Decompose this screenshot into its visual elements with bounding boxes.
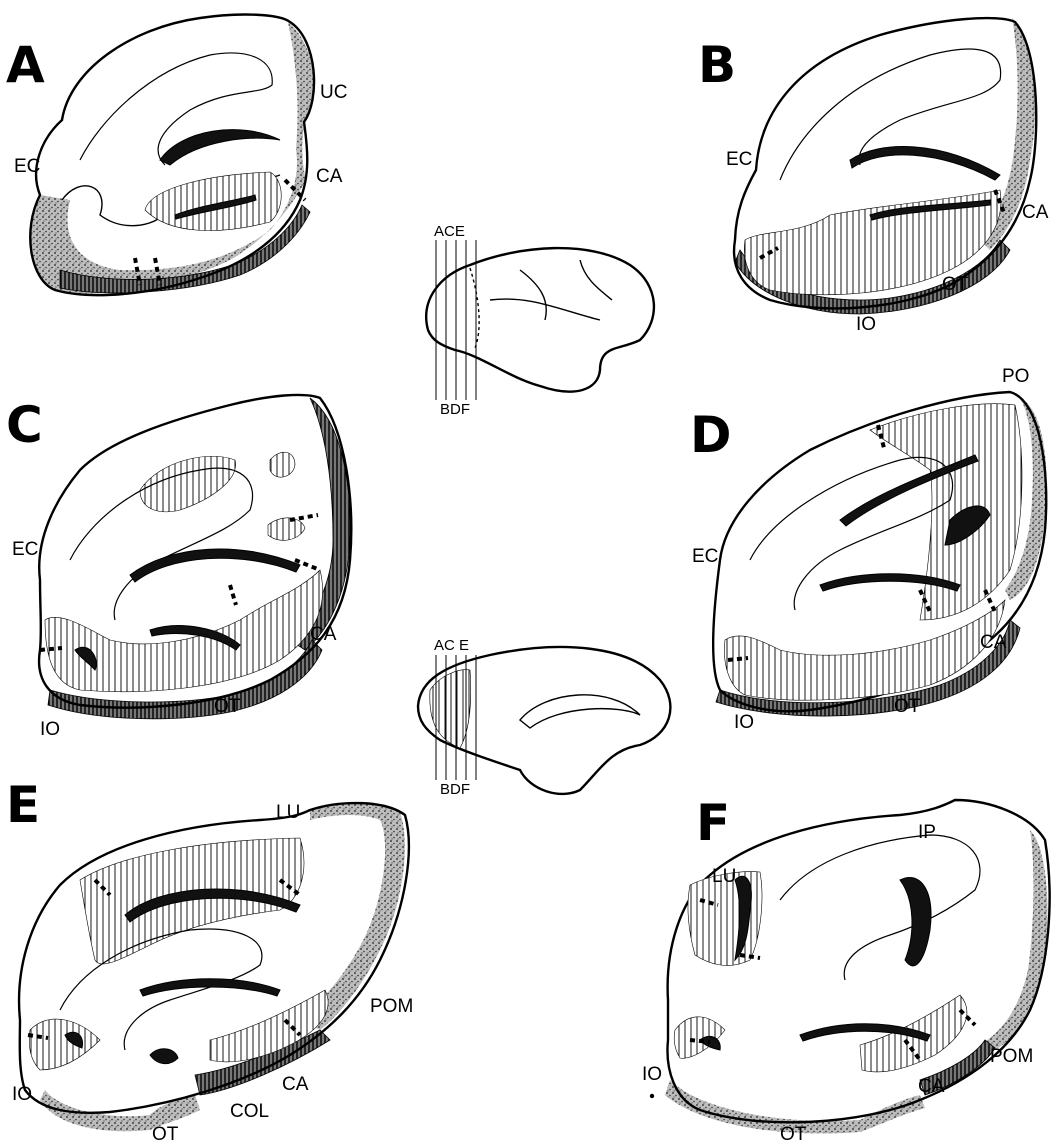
section-a: A UC EC CA (6, 15, 347, 296)
border-marker-c1 (290, 515, 318, 520)
dark-sulcus-c1 (130, 549, 300, 582)
panel-letter-a: A (6, 36, 45, 94)
border-marker-c4 (40, 648, 62, 650)
label-f-5: OT (780, 1124, 807, 1143)
label-d-3: IO (734, 712, 754, 733)
border-marker-c3 (230, 585, 236, 605)
label-b-0: EC (726, 149, 752, 170)
label-f-3: IO (642, 1064, 662, 1085)
lateral-occipital-boundary (470, 268, 479, 348)
label-f-2: POM (990, 1046, 1033, 1067)
panel-letter-b: B (698, 36, 736, 94)
medial-corpus-callosum (520, 695, 640, 728)
label-f-1: LU (712, 866, 736, 887)
label-b-1: CA (1022, 202, 1049, 223)
panel-letter-d: D (690, 406, 732, 464)
hatched-island-c2 (270, 452, 295, 477)
dark-sulcus-e3 (150, 1049, 178, 1064)
label-c-0: EC (12, 539, 38, 560)
label-e-4: COL (230, 1101, 269, 1122)
section-c: C EC CA IO OT (6, 395, 351, 740)
white-matter-f (780, 835, 980, 980)
cut-labels-bottom-medial: BDF (440, 781, 470, 798)
dark-sulcus-e2 (140, 979, 280, 996)
brain-medial-view: AC E BDF (418, 637, 670, 798)
label-b-3: IO (856, 314, 876, 335)
hatched-island-c3 (268, 518, 305, 541)
hatched-island-a (145, 172, 281, 231)
label-d-4: OT (894, 696, 921, 717)
lateral-brain-outline (426, 248, 654, 392)
section-b: B EC CA OT IO (698, 18, 1049, 335)
panel-letter-c: C (6, 396, 43, 454)
label-a-1: EC (14, 156, 40, 177)
label-d-1: EC (692, 546, 718, 567)
lateral-sulcus (490, 260, 612, 320)
cut-labels-top-lateral: ACE (434, 223, 465, 240)
hatched-region-f2 (674, 1017, 725, 1058)
label-e-5: OT (152, 1124, 179, 1143)
label-c-2: IO (40, 719, 60, 740)
label-a-2: CA (316, 166, 343, 187)
section-d: D PO EC CA IO OT (690, 366, 1047, 733)
cut-labels-top-medial: AC E (434, 637, 469, 654)
label-d-2: CA (980, 632, 1007, 653)
label-f-4: CA (918, 1076, 945, 1097)
panel-letter-e: E (6, 776, 40, 834)
section-e: E LU POM IO CA COL OT (6, 776, 413, 1143)
dark-sulcus-f2 (900, 877, 931, 965)
label-e-2: IO (12, 1084, 32, 1105)
hatched-region-e2 (29, 1019, 100, 1070)
stippled-cortex-f (980, 830, 1047, 1055)
label-b-2: OT (942, 274, 969, 295)
label-e-3: CA (282, 1074, 309, 1095)
dark-gyrus-a (160, 130, 280, 165)
small-dot (650, 1094, 654, 1098)
dark-sulcus-b1 (850, 146, 1000, 180)
label-a-0: UC (320, 82, 347, 103)
label-c-3: OT (214, 696, 241, 717)
panel-letter-f: F (696, 794, 730, 852)
label-f-0: IP (918, 822, 936, 843)
section-f: F IP LU POM IO CA OT (642, 794, 1050, 1143)
label-e-1: POM (370, 996, 413, 1017)
label-d-0: PO (1002, 366, 1029, 387)
brain-lateral-view: ACE BDF (426, 223, 654, 418)
label-e-0: LU (276, 802, 300, 823)
label-c-1: CA (310, 624, 337, 645)
cut-labels-bottom-lateral: BDF (440, 401, 470, 418)
